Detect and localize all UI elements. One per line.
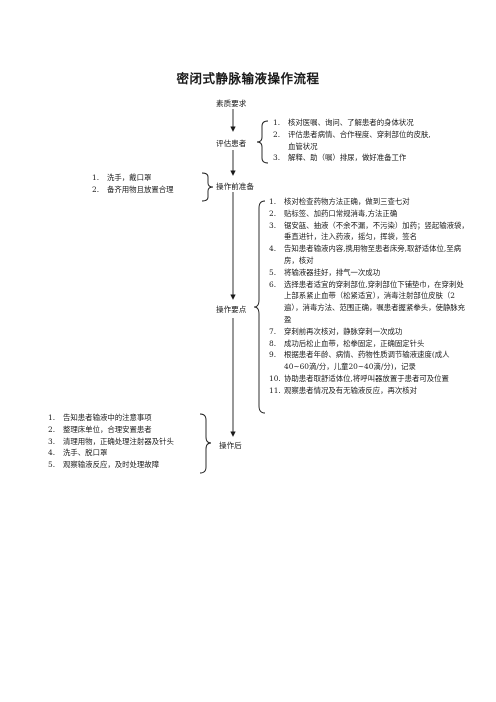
list-item: 3.解释、助（嘱）排尿，做好准备工作	[273, 153, 407, 163]
list-item: 1.洗手，戴口罩	[92, 173, 152, 182]
list-item: 7.穿刺前再次核对，静脉穿刺一次成功	[269, 326, 403, 336]
list-item: 3.锯安瓿、抽液（不余不漏，不污染）加药；竖起输液袋，垂直进针，注入药液，摇匀，…	[269, 220, 469, 242]
list-item: 5.将输液器挂好，排气一次成功	[269, 267, 381, 277]
list-item: 11.观察患者情况及有无输液反应，再次核对	[269, 385, 418, 395]
step-assess: 评估患者	[216, 139, 247, 148]
list-item: 1.核对医嘱、询问、了解患者的身体状况	[273, 118, 414, 127]
list-item: 2.评估患者病情、合作程度、穿刺部位的皮肤,血管状况	[273, 129, 431, 151]
list-item: 5.观察输液反应，及时处理故障	[48, 460, 160, 470]
list-item: 8.成功后松止血带，松拳固定，正确固定针头	[269, 338, 425, 348]
list-item: 6.选择患者适宜的穿刺部位,穿刺部位下铺垫巾，在穿刺处上部系紧止血带（松紧适宜）…	[269, 279, 466, 324]
brace-key	[253, 200, 266, 414]
list-item: 2.贴标签、加药口常规消毒,方法正确	[269, 208, 398, 218]
brace-prep	[201, 172, 214, 202]
list-item: 2.整理床单位，合理安置患者	[48, 424, 152, 434]
step-key: 操作要点	[216, 305, 247, 314]
list-item: 1.告知患者输液中的注意事项	[48, 413, 152, 422]
step-after: 操作后	[219, 441, 242, 450]
list-item: 2.备齐用物且放置合理	[92, 184, 174, 194]
brace-assess	[256, 120, 269, 164]
list-item: 4.洗手、脱口罩	[48, 448, 108, 458]
assess-list: 1.核对医嘱、询问、了解患者的身体状况 2.评估患者病情、合作程度、穿刺部位的皮…	[273, 117, 473, 164]
list-item: 10.协助患者取舒适体位,将呼叫器放置于患者可及位置	[269, 373, 449, 383]
list-item: 9.根据患者年龄、病情、药物性质调节输液速度(成人40~60滴/分，儿童20~4…	[269, 350, 450, 372]
step-prep: 操作前准备	[216, 182, 254, 191]
list-item: 4.告知患者输液内容,携用物至患者床旁,取舒适体位,至病房，核对	[269, 244, 462, 265]
key-list: 1.核对检查药物方法正确，做到三查七对 2.贴标签、加药口常规消毒,方法正确 3…	[269, 196, 469, 397]
list-item: 3.清理用物，正确处理注射器及针头	[48, 436, 174, 446]
prep-list: 1.洗手，戴口罩 2.备齐用物且放置合理	[92, 172, 202, 196]
step-quality: 素质要求	[216, 99, 247, 108]
page-title: 密闭式静脉输液操作流程	[176, 71, 320, 86]
after-list: 1.告知患者输液中的注意事项 2.整理床单位，合理安置患者 3.清理用物，正确处…	[48, 412, 200, 471]
brace-after	[199, 413, 212, 474]
list-item: 1.核对检查药物方法正确，做到三查七对	[269, 197, 410, 206]
